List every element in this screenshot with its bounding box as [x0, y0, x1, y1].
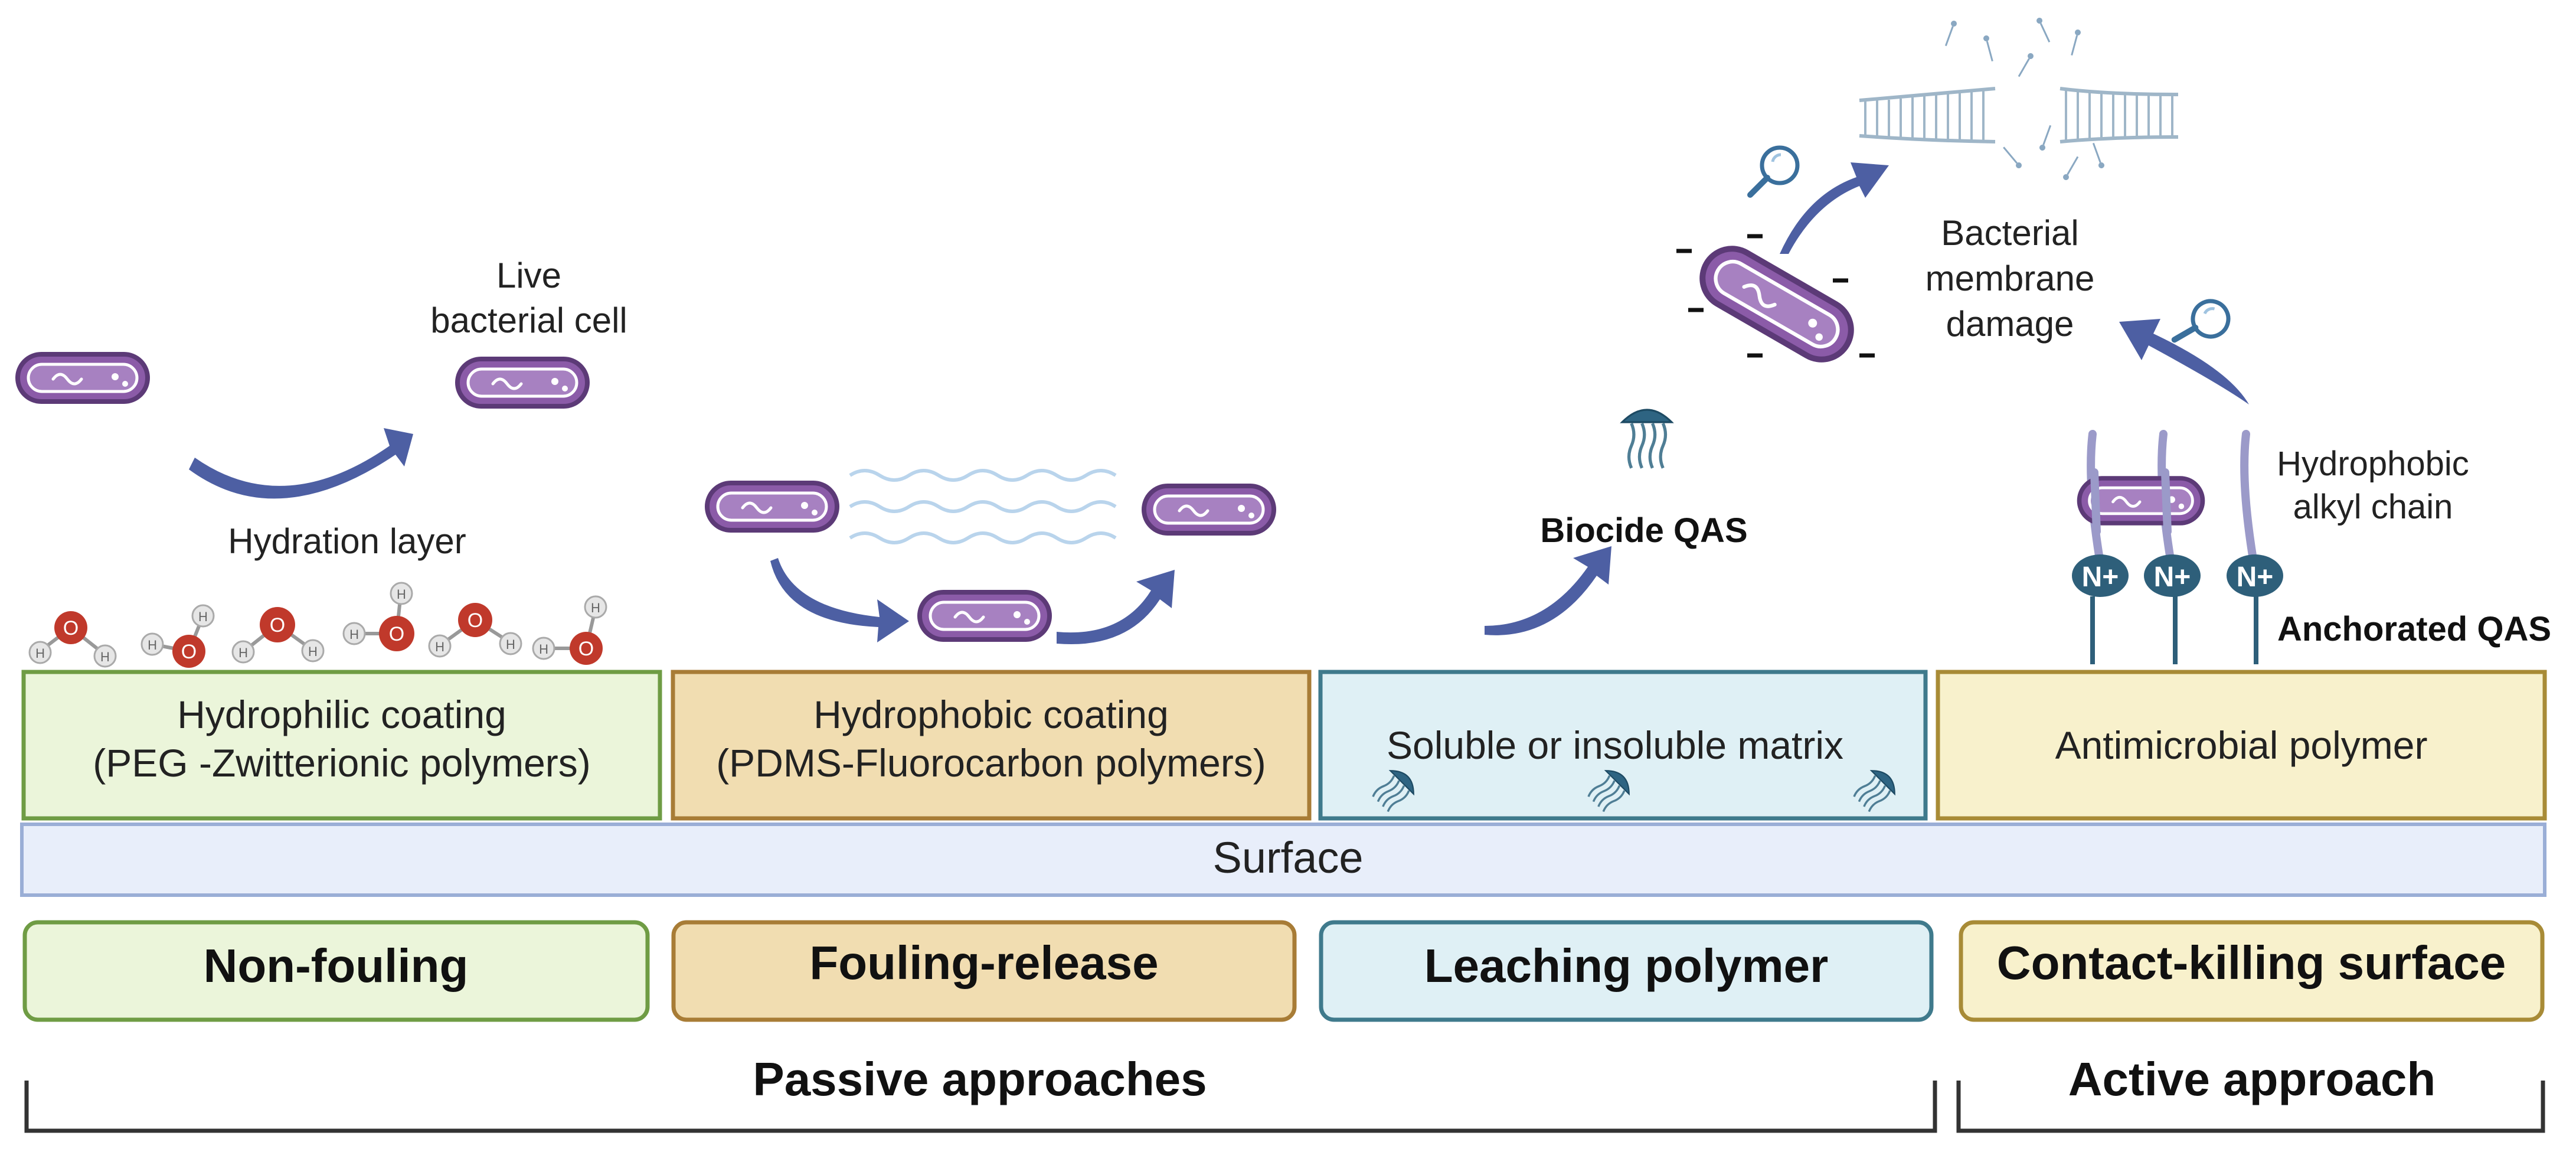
- anchored-qas-chains: [2087, 430, 2259, 664]
- surface-label: Surface: [1212, 833, 1363, 882]
- n-plus-label-1: N+: [2082, 562, 2119, 593]
- arrow-3: [1057, 570, 1175, 645]
- arrow-1: [189, 428, 413, 499]
- live-cell-label-1: Live: [496, 256, 561, 295]
- arrow-6: [2119, 319, 2249, 404]
- negative-charges: [1676, 234, 1875, 358]
- flow-waves: [849, 469, 1117, 544]
- strategy-label-non-fouling: Non-fouling: [204, 939, 469, 992]
- bacterium-2: [457, 359, 587, 406]
- bracket-active: [1956, 1081, 2545, 1133]
- damaged-membrane: [1859, 15, 2179, 182]
- hydrophobic-coating-box: [671, 670, 1312, 821]
- n-plus-label-3: N+: [2237, 562, 2274, 593]
- anchorated-qas-label: Anchorated QAS: [2277, 610, 2551, 648]
- arrow-4: [1485, 546, 1611, 635]
- n-plus-heads: [2072, 554, 2283, 597]
- antimicrobial-polymer-box: [1936, 670, 2547, 821]
- water-h-2a: H: [148, 638, 157, 652]
- strategy-label-fouling-release: Fouling-release: [809, 936, 1158, 989]
- strategy-box-fouling-release: [671, 920, 1297, 1022]
- water-h-6a: H: [539, 642, 548, 657]
- coating-label-4: Antimicrobial polymer: [2055, 723, 2428, 767]
- water-h-3b: H: [308, 644, 318, 659]
- coating-label-1a: Hydrophilic coating: [177, 693, 506, 736]
- coating-label-2a: Hydrophobic coating: [813, 693, 1169, 736]
- coating-label-3: Soluble or insoluble matrix: [1387, 723, 1843, 767]
- water-o-1: O: [63, 617, 79, 639]
- bacterium-3: [707, 483, 837, 530]
- coating-label-2b: (PDMS-Fluorocarbon polymers): [716, 741, 1266, 785]
- hydration-layer-label: Hydration layer: [228, 521, 466, 561]
- bracket-passive: [24, 1081, 1937, 1133]
- hydrophobic-chain-label-2: alkyl chain: [2293, 488, 2453, 526]
- water-o-3: O: [270, 614, 285, 637]
- arrow-2: [770, 558, 909, 642]
- hydrophobic-chain-label-1: Hydrophobic: [2277, 445, 2469, 483]
- group-label-passive: Passive approaches: [753, 1053, 1207, 1105]
- biocide-qas-icon: [1622, 410, 1672, 468]
- water-h-3a: H: [238, 645, 248, 660]
- biocide-qas-label: Biocide QAS: [1540, 511, 1747, 550]
- strategy-box-leaching: [1319, 920, 1934, 1022]
- matrix-box: [1318, 670, 1928, 821]
- membrane-damage-label-2: membrane: [1926, 259, 2095, 298]
- water-h-6b: H: [591, 601, 600, 615]
- water-h-1b: H: [100, 650, 110, 664]
- n-plus-label-2: N+: [2154, 562, 2191, 593]
- surface-bar: [20, 823, 2546, 897]
- magnifier-icon-2: [2175, 294, 2232, 352]
- membrane-damage-label-3: damage: [1946, 304, 2074, 344]
- arrow-5: [1780, 162, 1889, 254]
- water-molecules: O H H O H H O H H O H H O H H: [28, 582, 607, 668]
- strategy-box-contact-killing: [1959, 920, 2545, 1022]
- water-h-1a: H: [35, 646, 45, 661]
- live-cell-label-2: bacterial cell: [430, 301, 627, 340]
- coating-boxes: [21, 670, 2547, 821]
- group-label-active: Active approach: [2068, 1053, 2436, 1105]
- bacterium-5: [1144, 486, 1274, 533]
- water-o-6: O: [578, 638, 594, 660]
- charged-bacterium: [1692, 238, 1862, 370]
- water-h-5b: H: [506, 637, 515, 652]
- water-o-5: O: [468, 609, 483, 632]
- qas-chain-overlay: [2090, 468, 2172, 536]
- coating-label-1b: (PEG -Zwitterionic polymers): [93, 741, 590, 785]
- water-h-4a: H: [349, 627, 359, 642]
- water-h-4b: H: [397, 587, 406, 602]
- water-h-2b: H: [198, 609, 208, 624]
- water-o-2: O: [181, 641, 197, 663]
- bacterium-4: [920, 592, 1050, 639]
- strategy-box-non-fouling: [22, 920, 650, 1022]
- strategy-label-contact-killing: Contact-killing surface: [1997, 936, 2506, 989]
- water-o-4: O: [389, 623, 404, 645]
- magnifier-icon-1: [1750, 148, 1797, 195]
- hydrophilic-coating-box: [21, 670, 662, 821]
- membrane-damage-label-1: Bacterial: [1941, 213, 2078, 253]
- strategy-label-leaching: Leaching polymer: [1424, 939, 1829, 992]
- bacterium-1: [18, 354, 148, 402]
- water-h-5a: H: [435, 639, 444, 654]
